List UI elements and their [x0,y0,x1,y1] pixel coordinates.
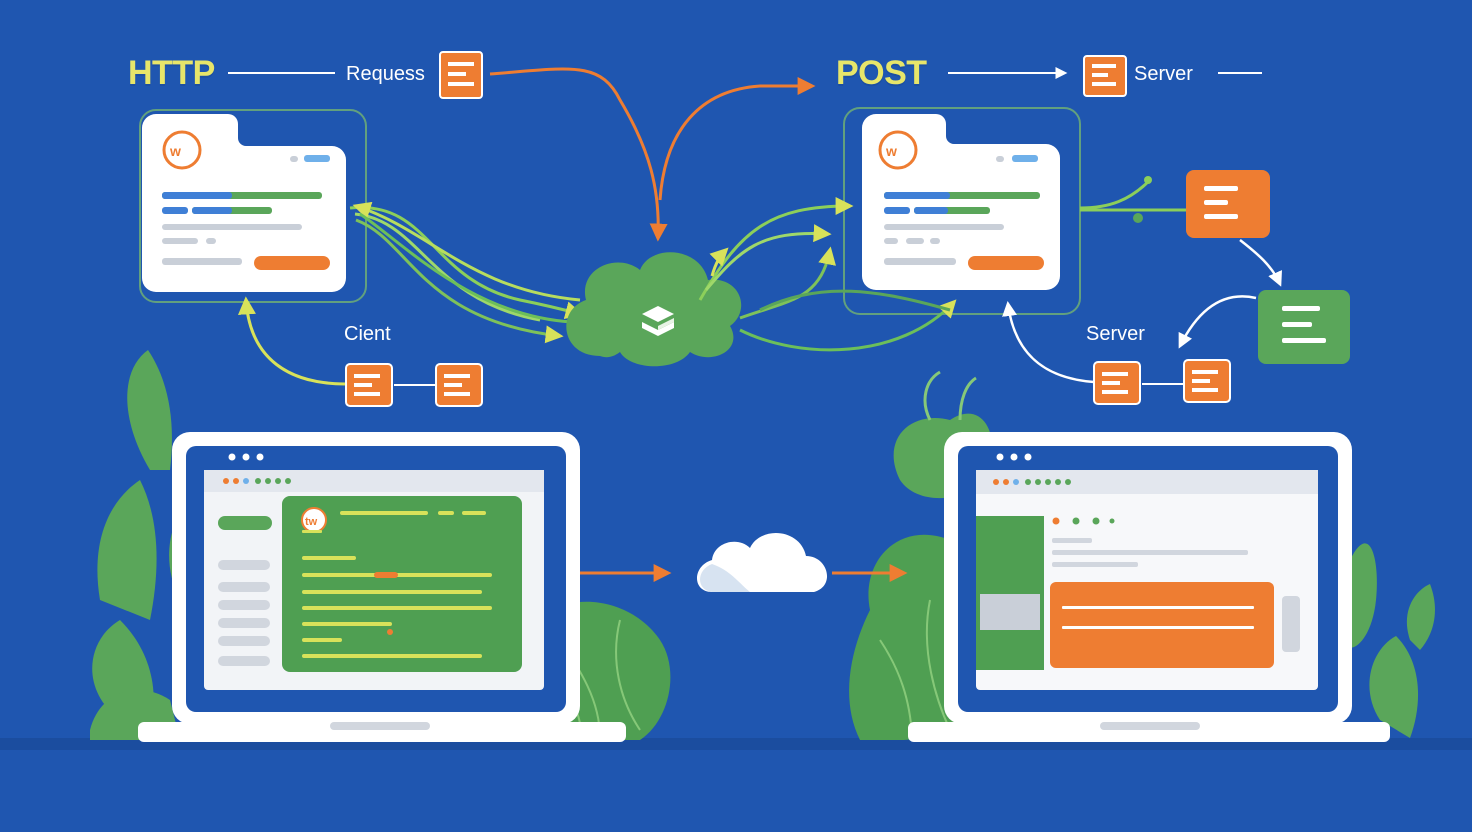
server-brand-logo-icon [878,130,918,170]
server-laptop [908,432,1390,742]
server-to-doc-link [1079,178,1152,210]
link-node-2 [1133,213,1143,223]
svg-text:w: w [885,143,897,159]
cloud-server-links [698,197,957,352]
request-document-icon [439,51,483,99]
client-laptop: tw [138,432,626,742]
client-window: w [139,109,367,303]
request-to-cloud-arrow [489,67,668,242]
server-orange-doc-icon [1186,170,1270,238]
client-cloud-links [349,201,584,344]
server-window: w [843,107,1081,315]
server-document-icon-1 [1093,361,1141,405]
post-label: POST [836,54,927,92]
svg-text:tw: tw [305,516,318,528]
doc-to-green-arrow [1239,239,1282,287]
client-brand-logo-icon [162,130,202,170]
http-label: HTTP [128,54,215,92]
server-return-arrow [1002,301,1095,384]
central-cloud [566,252,742,367]
server-mid-label: Server [1086,323,1145,345]
cloud-to-post-arrow [658,77,816,201]
server-green-doc-icon [1258,290,1350,364]
green-doc-back-arrow [1178,295,1257,349]
svg-text:w: w [169,143,181,159]
client-document-icon-1 [345,363,393,407]
link-node [1144,176,1152,184]
client-label: Cient [344,323,391,345]
cloud-icon [697,533,828,592]
stack-layers-icon [642,306,674,336]
post-document-icon [1083,55,1127,97]
server-top-label: Server [1134,63,1193,85]
request-label: Requess [346,63,425,85]
client-return-arrow [237,296,347,386]
client-document-icon-2 [435,363,483,407]
server-document-icon-2 [1183,359,1231,403]
